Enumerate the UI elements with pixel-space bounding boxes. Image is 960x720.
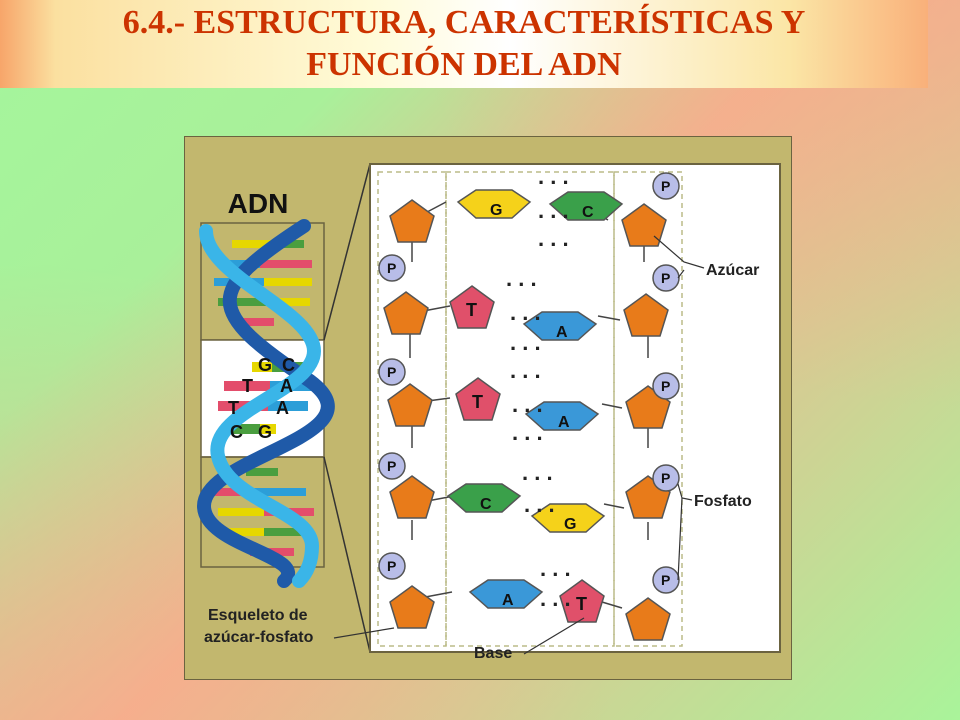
svg-text:. . .: . . . bbox=[522, 460, 553, 485]
phosphate: P bbox=[652, 172, 680, 200]
phosphate: P bbox=[652, 264, 680, 292]
base-shape: T bbox=[559, 579, 605, 623]
svg-text:P: P bbox=[387, 458, 396, 474]
base-letter: T bbox=[472, 392, 483, 412]
helix-backbones bbox=[196, 219, 335, 588]
slide-title-line-1: 6.4.- ESTRUCTURA, CARACTERÍSTICAS Y bbox=[122, 4, 806, 41]
helix-letter: T bbox=[228, 398, 239, 418]
title-bar: 6.4.- ESTRUCTURA, CARACTERÍSTICAS Y FUNC… bbox=[0, 0, 928, 88]
base-shape: T bbox=[455, 377, 501, 421]
helix-letter: T bbox=[242, 376, 253, 396]
svg-text:. . .: . . . bbox=[538, 164, 569, 189]
svg-text:. . .: . . . bbox=[512, 392, 543, 417]
helix-letter: G bbox=[258, 422, 272, 442]
helix-letter: C bbox=[282, 355, 295, 375]
base-shape: T bbox=[449, 285, 495, 329]
svg-text:. . .: . . . bbox=[524, 492, 555, 517]
base-shape: A bbox=[525, 401, 599, 431]
phosphate: P bbox=[652, 464, 680, 492]
svg-text:. . .: . . . bbox=[538, 226, 569, 251]
base-letter: C bbox=[480, 496, 492, 513]
base-shape: C bbox=[447, 483, 521, 513]
helix-label: ADN bbox=[228, 188, 289, 219]
svg-text:. . .: . . . bbox=[512, 420, 543, 445]
base-shape: G bbox=[531, 503, 605, 533]
phosphate: P bbox=[378, 254, 406, 282]
label-phosphate: Fosfato bbox=[694, 493, 752, 510]
base-letter: T bbox=[466, 300, 477, 320]
helix-letter: C bbox=[230, 422, 243, 442]
svg-text:P: P bbox=[661, 378, 670, 394]
base-letter: G bbox=[564, 516, 576, 533]
phosphates: P P P P P P P P P bbox=[378, 172, 680, 594]
svg-text:. . .: . . . bbox=[510, 358, 541, 383]
base-shape: A bbox=[469, 579, 543, 609]
base-letter: A bbox=[558, 414, 570, 431]
slide-title-line-2: FUNCIÓN DEL ADN bbox=[306, 46, 622, 83]
helix-letter: A bbox=[276, 398, 289, 418]
label-sugar: Azúcar bbox=[706, 262, 759, 279]
base-pair-row: A T . . . . . . bbox=[419, 556, 623, 623]
svg-text:P: P bbox=[387, 260, 396, 276]
phosphate: P bbox=[378, 452, 406, 480]
svg-text:P: P bbox=[387, 558, 396, 574]
base-shape: C bbox=[549, 191, 623, 221]
label-backbone-line-2: azúcar-fosfato bbox=[204, 629, 314, 646]
base-letter: G bbox=[490, 202, 502, 219]
base-letter: A bbox=[556, 324, 568, 341]
svg-text:. . .: . . . bbox=[510, 300, 541, 325]
base-shape: A bbox=[523, 311, 597, 341]
base-letter: C bbox=[582, 204, 594, 221]
svg-text:P: P bbox=[661, 270, 670, 286]
zoom-lines bbox=[323, 163, 371, 653]
phosphate: P bbox=[378, 358, 406, 386]
base-letter: A bbox=[502, 592, 514, 609]
label-base: Base bbox=[474, 645, 512, 662]
svg-text:P: P bbox=[661, 572, 670, 588]
svg-text:. . .: . . . bbox=[538, 198, 569, 223]
label-leaders bbox=[333, 235, 705, 655]
helix-letter: A bbox=[280, 376, 293, 396]
helix-letter: G bbox=[258, 355, 272, 375]
phosphate: P bbox=[652, 566, 680, 594]
base-pair-row: C G . . . . . . bbox=[411, 460, 649, 540]
base-letter: T bbox=[576, 594, 587, 614]
base-pair-row: T A . . . . . . . . . bbox=[409, 266, 649, 358]
phosphate: P bbox=[652, 372, 680, 400]
base-pair-row: T A . . . . . . . . . bbox=[411, 358, 649, 448]
svg-text:. . .: . . . bbox=[540, 556, 571, 581]
dna-diagram: ADN G C T A T A C G bbox=[184, 136, 792, 680]
phosphate: P bbox=[378, 552, 406, 580]
svg-text:P: P bbox=[661, 178, 670, 194]
label-backbone-line-1: Esqueleto de bbox=[208, 607, 308, 624]
svg-text:. . .: . . . bbox=[540, 586, 571, 611]
backbone-guides bbox=[377, 171, 683, 647]
svg-text:. . .: . . . bbox=[510, 330, 541, 355]
svg-text:P: P bbox=[387, 364, 396, 380]
base-shape: G bbox=[457, 189, 531, 219]
svg-text:. . .: . . . bbox=[506, 266, 537, 291]
helix-pair-letters: G C T A T A C G bbox=[228, 355, 295, 442]
svg-text:P: P bbox=[661, 470, 670, 486]
base-pair-row: G C . . . . . . . . . bbox=[411, 164, 645, 262]
